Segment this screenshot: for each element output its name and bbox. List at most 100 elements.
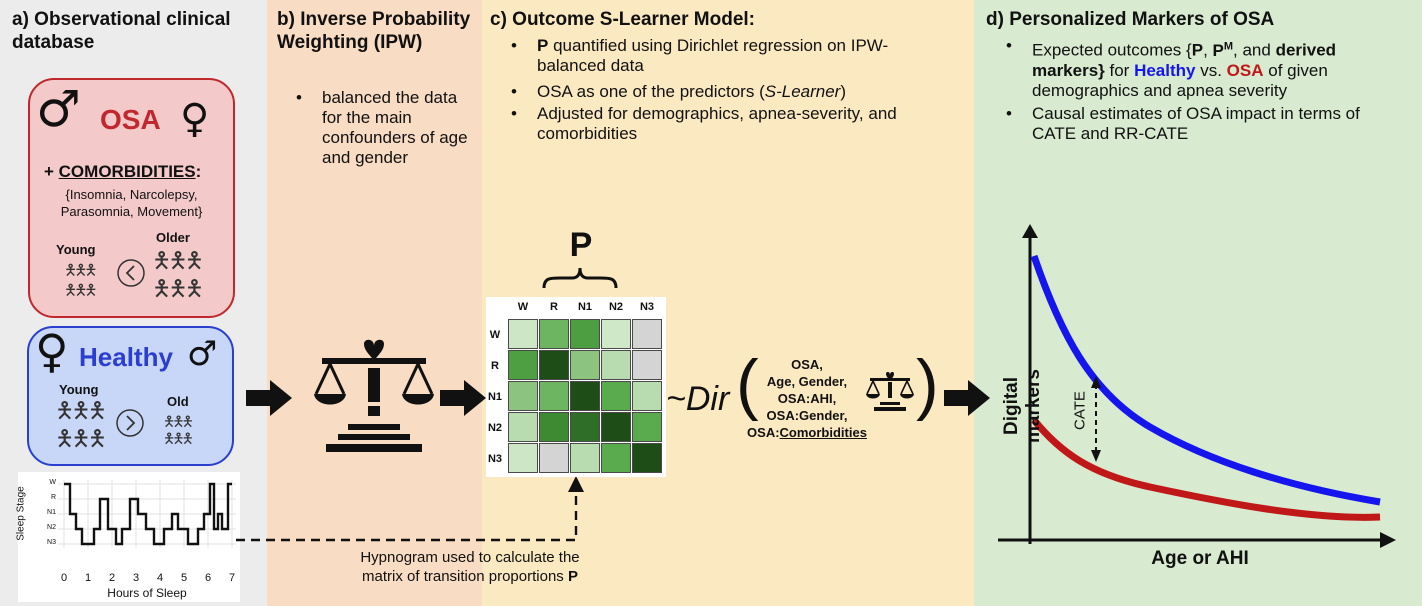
hypnogram-hour-tick: 4 (156, 572, 164, 584)
healthy-young-label: Young (59, 382, 99, 397)
formula-last-underlined: Comorbidities (779, 425, 867, 440)
hypnogram-hour-tick: 0 (60, 572, 68, 584)
matrix-cell (570, 350, 600, 380)
matrix-cell (539, 412, 569, 442)
arrow-right-icon (440, 380, 486, 416)
matrix-p-label: P (569, 226, 593, 264)
comorbidities-line-2: Parasomnia, Movement} (60, 204, 203, 219)
osa-older-label: Older (156, 230, 190, 245)
comorbidities-heading: + COMORBIDITIES: (44, 162, 201, 182)
panel-a-title: a) Observational clinical database (12, 9, 231, 53)
d-b1-pre: Expected outcomes { (1032, 40, 1192, 60)
matrix-cell (632, 381, 662, 411)
plot-x-label: Age or AHI (1151, 548, 1249, 569)
formula-line-1: OSA, (791, 357, 823, 372)
comorbidities-title: COMORBIDITIES (58, 162, 196, 181)
hypnogram-stage-tick: N3 (47, 539, 56, 546)
d-b1-vs: vs. (1195, 60, 1227, 80)
panel-c-bullet-2-pre: OSA as one of the predictors ( (537, 82, 765, 101)
osa-young-label: Young (56, 242, 96, 257)
male-symbol-icon: ♂ (36, 80, 81, 138)
matrix-cell (508, 319, 538, 349)
matrix-cell (632, 350, 662, 380)
panel-c-bullet-1-bold: P (537, 36, 549, 55)
caption-line-2: matrix of transition proportions P (330, 567, 610, 586)
d-b1-post: of given demographics and apnea severity (1032, 60, 1328, 100)
hypnogram-hour-tick: 3 (132, 572, 140, 584)
markers-plot (998, 224, 1396, 548)
matrix-cell (601, 381, 631, 411)
cate-label: CATE (1071, 391, 1089, 430)
healthy-label: Healthy (79, 342, 173, 372)
matrix-cell (570, 381, 600, 411)
panel-c-bullet-3-text: Adjusted for demographics, apnea-severit… (537, 104, 897, 143)
hypnogram-stage-tick: W (49, 479, 56, 486)
matrix-cell (539, 319, 569, 349)
d-b1-pm-sup: M (1223, 40, 1234, 52)
osa-label: OSA (100, 104, 161, 135)
panel-c-bullet-2-italic: S-Learner (764, 82, 841, 101)
matrix-cell (570, 443, 600, 473)
hypnogram-hour-tick: 6 (204, 572, 212, 584)
female-symbol-icon-healthy: ♀ (35, 324, 69, 378)
balance-scale-icon (314, 339, 434, 452)
caption-line-1: Hypnogram used to calculate the (360, 549, 580, 566)
paren-open: ( (736, 346, 759, 422)
matrix-cell (508, 350, 538, 380)
matrix-row-label: W (489, 329, 501, 341)
formula-line-3: OSA:AHI, (777, 391, 837, 406)
matrix-row-label: N2 (487, 422, 503, 434)
panel-b-bullet-text: balanced the data for the main confounde… (322, 88, 468, 167)
hypnogram-stage-tick: N1 (47, 509, 56, 516)
plot-y-label: Digital markers (1001, 369, 1044, 443)
matrix-cell (539, 443, 569, 473)
female-symbol-icon: ♀ (180, 96, 210, 142)
healthy-young-people-icon: 🯅🯅🯅🯅🯅🯅 (55, 399, 107, 452)
healthy-old-label: Old (167, 394, 189, 409)
caption-line-2-bold: P (567, 568, 578, 585)
matrix-cell (601, 443, 631, 473)
panel-b-title: b) Inverse Probability Weighting (IPW) (277, 9, 471, 53)
curly-brace-icon (542, 267, 618, 289)
panel-c-bullet-2: •OSA as one of the predictors (S-Learner… (511, 82, 847, 101)
dir-prefix: ~Dir (666, 380, 730, 418)
comorbidities-suffix: : (195, 162, 202, 181)
matrix-cell (601, 412, 631, 442)
d-b1-and: , and (1233, 40, 1276, 60)
comorbidities-line-1: {Insomnia, Narcolepsy, (65, 187, 198, 202)
formula-line-2: Age, Gender, (766, 374, 848, 389)
osa-young-people-icon: 🯅🯅🯅🯅🯅🯅 (64, 261, 98, 299)
d-b1-derived: derived markers} (1032, 40, 1337, 80)
panel-d-title: d) Personalized Markers of OSA (986, 9, 1275, 30)
healthy-box: ♀ Healthy ♂ Young Old 🯅🯅🯅🯅🯅🯅 🯅🯅🯅🯅🯅🯅 (27, 324, 234, 466)
matrix-cell (632, 319, 662, 349)
matrix-row-label: N1 (487, 391, 503, 403)
matrix-column-label: N2 (608, 301, 624, 313)
male-symbol-icon-healthy: ♂ (187, 334, 218, 374)
hypnogram-stage-tick: R (50, 494, 56, 501)
comorbidities-prefix: + (44, 162, 59, 181)
matrix-cell (508, 381, 538, 411)
d-b1-comma: , (1203, 40, 1213, 60)
d-b1-p: P (1191, 40, 1204, 60)
hypnogram-x-label: Hours of Sleep (107, 586, 187, 600)
matrix-cell (539, 350, 569, 380)
caption-line-2-pre: matrix of transition proportions (362, 568, 568, 585)
panel-d-bullet-2: •Causal estimates of OSA impact in terms… (1006, 104, 1360, 143)
osa-curve (1031, 417, 1381, 521)
matrix-cell (632, 412, 662, 442)
matrix-cell (508, 412, 538, 442)
panel-c-bullet-1: •P quantified using Dirichlet regression… (511, 36, 889, 75)
matrix-row-label: R (491, 360, 499, 372)
matrix-cell (570, 319, 600, 349)
healthy-old-people-icon: 🯅🯅🯅🯅🯅🯅 (163, 414, 194, 447)
panel-c-bullet-3: •Adjusted for demographics, apnea-severi… (511, 104, 897, 143)
matrix-column-label: N3 (639, 301, 655, 313)
arrow-right-icon (944, 380, 990, 416)
osa-box: ♂ OSA ♀ + COMORBIDITIES: {Insomnia, Narc… (28, 78, 235, 318)
hypnogram-hour-tick: 2 (108, 572, 116, 584)
hypnogram-hour-tick: 7 (228, 572, 236, 584)
matrix-cell (570, 412, 600, 442)
